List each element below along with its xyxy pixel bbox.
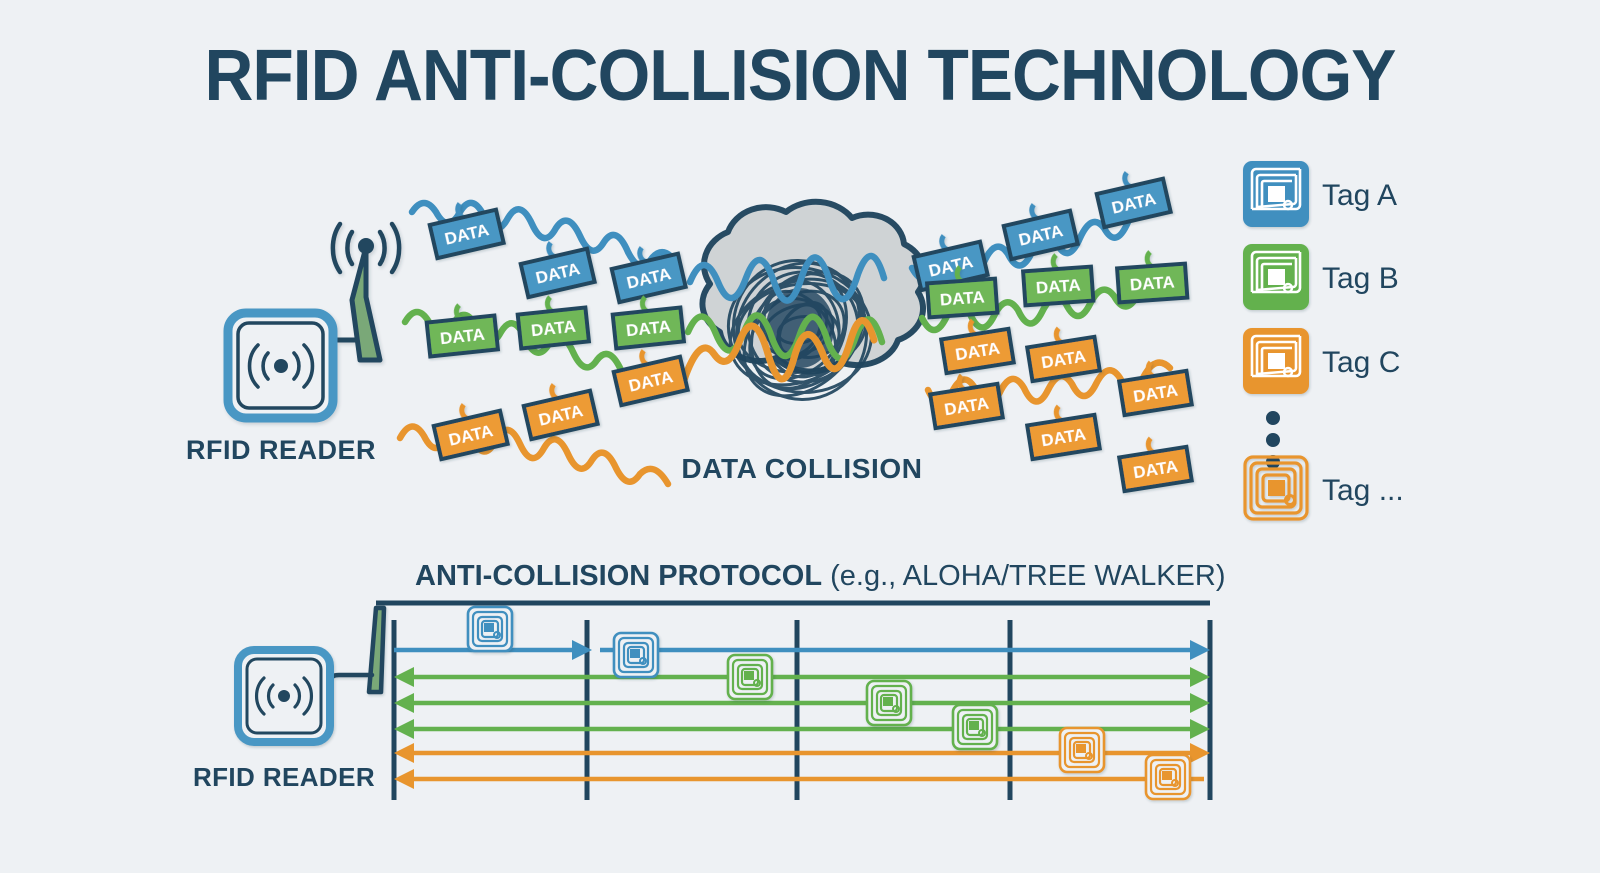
data-packet: DATA: [515, 295, 592, 351]
data-packet-label: DATA: [625, 317, 671, 341]
data-packet: DATA: [427, 202, 507, 261]
data-packet-group-green-right: DATA DATA DATA: [924, 250, 1190, 320]
wave-blue-through: [686, 252, 888, 304]
data-packet: DATA: [611, 349, 691, 408]
data-packet: DATA: [1116, 360, 1194, 418]
antenna-icon: [327, 605, 387, 703]
slot-row-3: [394, 693, 1210, 713]
protocol-heading: ANTI-COLLISION PROTOCOL (e.g., ALOHA/TRE…: [415, 560, 1226, 592]
rfid-reader-icon: [223, 308, 338, 423]
tag-ellipsis-icon[interactable]: [1243, 455, 1309, 521]
collision-cloud-icon: [699, 198, 928, 401]
slot-row-6: [394, 769, 1204, 789]
data-packet-group-orange-left: DATA DATA DATA: [431, 349, 691, 462]
tag-c-label: Tag C: [1322, 346, 1400, 379]
data-packet: DATA: [1001, 203, 1081, 262]
timeline-tag-2[interactable]: [612, 631, 660, 679]
data-packet: DATA: [431, 403, 511, 462]
data-packet-group-green-left: DATA DATA DATA: [424, 295, 687, 359]
data-packet: DATA: [609, 246, 689, 305]
timeline-tag-7[interactable]: [1144, 753, 1192, 801]
rfid-reader-bottom: [234, 605, 387, 746]
data-packet-label: DATA: [530, 317, 576, 341]
data-packet-label: DATA: [939, 287, 985, 309]
data-packet: DATA: [938, 318, 1016, 376]
tag-a-icon[interactable]: [1243, 161, 1309, 227]
data-packet-group-blue-left: DATA DATA DATA: [427, 202, 689, 305]
data-packet-group-orange-right: DATA DATA DATA DATA DATA: [927, 318, 1194, 494]
data-packet: DATA: [1020, 253, 1096, 308]
page-title: RFID ANTI-COLLISION TECHNOLOGY: [205, 35, 1396, 115]
tag-ellipsis-label: Tag ...: [1322, 474, 1404, 507]
data-packet: DATA: [924, 265, 1000, 320]
data-packet: DATA: [1094, 171, 1174, 230]
data-packet: DATA: [521, 383, 601, 442]
reader-bottom-label: RFID READER: [193, 762, 375, 792]
tag-c-icon[interactable]: [1243, 328, 1309, 394]
collision-label: DATA COLLISION: [681, 453, 922, 484]
reader-top-label: RFID READER: [186, 435, 376, 465]
timeline-tag-1[interactable]: [466, 605, 514, 653]
data-packet: DATA: [424, 303, 501, 359]
data-packet-label: DATA: [1035, 275, 1081, 297]
data-packet: DATA: [927, 373, 1005, 431]
slot-row-1: [394, 640, 1210, 660]
timeline-tag-6[interactable]: [1058, 726, 1106, 774]
data-packet: DATA: [911, 234, 991, 293]
timeline-tag-4[interactable]: [865, 679, 913, 727]
data-packet: DATA: [1024, 326, 1102, 384]
timeline-tag-3[interactable]: [726, 653, 774, 701]
data-packet: DATA: [1024, 404, 1102, 462]
tag-a-label: Tag A: [1322, 179, 1397, 212]
data-packet: DATA: [1116, 436, 1194, 494]
timeline-tag-5[interactable]: [951, 703, 999, 751]
rfid-reader-icon: [234, 646, 334, 746]
data-packet-label: DATA: [1129, 272, 1175, 294]
data-packet: DATA: [610, 295, 687, 351]
protocol-heading-rest: (e.g., ALOHA/TREE WALKER): [822, 560, 1225, 592]
data-packet: DATA: [518, 241, 598, 300]
data-packet-label: DATA: [439, 325, 485, 349]
protocol-heading-bold: ANTI-COLLISION PROTOCOL: [415, 560, 822, 592]
rfid-reader-top: [223, 221, 402, 423]
tag-b-icon[interactable]: [1243, 244, 1309, 310]
tag-b-label: Tag B: [1322, 262, 1399, 295]
data-packet-group-blue-right: DATA DATA DATA: [911, 171, 1174, 293]
data-packet: DATA: [1114, 250, 1190, 305]
wave-orange-through: [680, 317, 878, 384]
slot-row-2: [394, 667, 1210, 687]
